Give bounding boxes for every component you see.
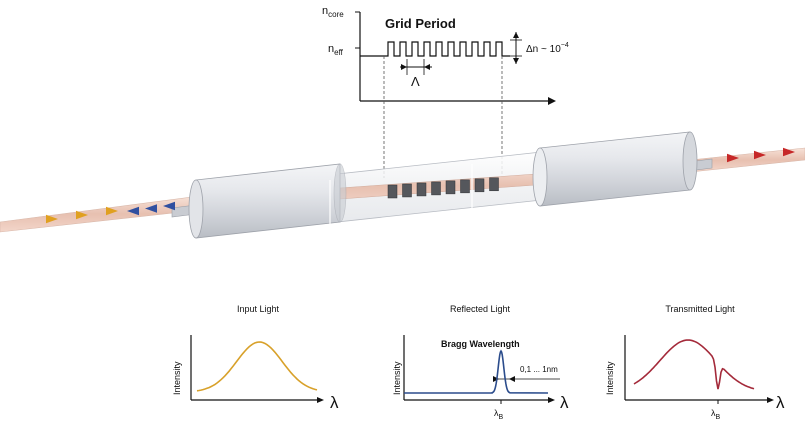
reflected-light-arrows xyxy=(127,201,175,216)
fiber-left xyxy=(0,195,201,233)
panel-reflected-title: Reflected Light xyxy=(450,304,511,314)
grating-element xyxy=(460,179,470,194)
panel-input-light: Input Light Intensity λ xyxy=(172,304,339,412)
light-arrow xyxy=(783,147,795,157)
n-core-label: ncore xyxy=(322,5,344,19)
panel-reflected-xlabel: λ xyxy=(560,393,569,412)
bragg-grating xyxy=(387,177,499,199)
light-arrow xyxy=(76,210,88,220)
panel-input-title: Input Light xyxy=(237,304,280,314)
input-light-arrows xyxy=(46,206,118,224)
bandwidth-label: 0,1 ... 1nm xyxy=(520,365,558,374)
panel-input-ylabel: Intensity xyxy=(172,361,182,395)
period-symbol: Λ xyxy=(411,74,420,89)
n-eff-label: neff xyxy=(328,43,344,57)
grating-element xyxy=(431,181,441,196)
light-arrow xyxy=(754,150,766,160)
light-arrow xyxy=(163,201,175,211)
panel-input-xlabel: λ xyxy=(330,393,339,412)
panel-transmitted-xlabel: λ xyxy=(776,393,785,412)
light-arrow xyxy=(727,153,739,163)
panel-transmitted-light: Transmitted Light Intensity λ λB xyxy=(605,304,785,421)
reflected-spectrum-curve xyxy=(404,349,549,394)
reflected-bragg-marker: λB xyxy=(494,408,504,421)
index-modulation-line xyxy=(360,41,510,57)
grid-period-title: Grid Period xyxy=(385,16,456,31)
light-arrow xyxy=(46,214,58,224)
grating-element xyxy=(474,178,485,193)
grating-element xyxy=(489,177,499,192)
transmitted-spectrum-curve xyxy=(633,339,755,390)
fiber-assembly xyxy=(0,131,805,239)
left-cylinder xyxy=(188,163,347,239)
refractive-index-chart: ncore neff Grid Period Δn ~ 10−4 Λ xyxy=(322,5,569,178)
light-arrow xyxy=(127,206,139,216)
grating-element xyxy=(416,182,427,197)
panel-transmitted-title: Transmitted Light xyxy=(665,304,735,314)
transmitted-light-arrows xyxy=(727,147,795,163)
input-spectrum-curve xyxy=(196,341,318,392)
delta-n-label: Δn ~ 10−4 xyxy=(526,42,569,55)
light-arrow xyxy=(106,206,118,216)
light-arrow xyxy=(145,204,157,213)
grating-element xyxy=(402,183,412,198)
panel-reflected-ylabel: Intensity xyxy=(392,361,402,395)
panel-reflected-light: Reflected Light Intensity λ Bragg Wavele… xyxy=(392,304,569,421)
transmitted-bragg-marker: λB xyxy=(711,408,721,421)
index-x-axis-arrow xyxy=(548,97,556,105)
bragg-wavelength-label: Bragg Wavelength xyxy=(441,339,520,349)
panel-transmitted-ylabel: Intensity xyxy=(605,361,615,395)
grating-element xyxy=(445,180,456,195)
grating-element xyxy=(387,184,398,199)
right-cylinder xyxy=(532,131,698,207)
